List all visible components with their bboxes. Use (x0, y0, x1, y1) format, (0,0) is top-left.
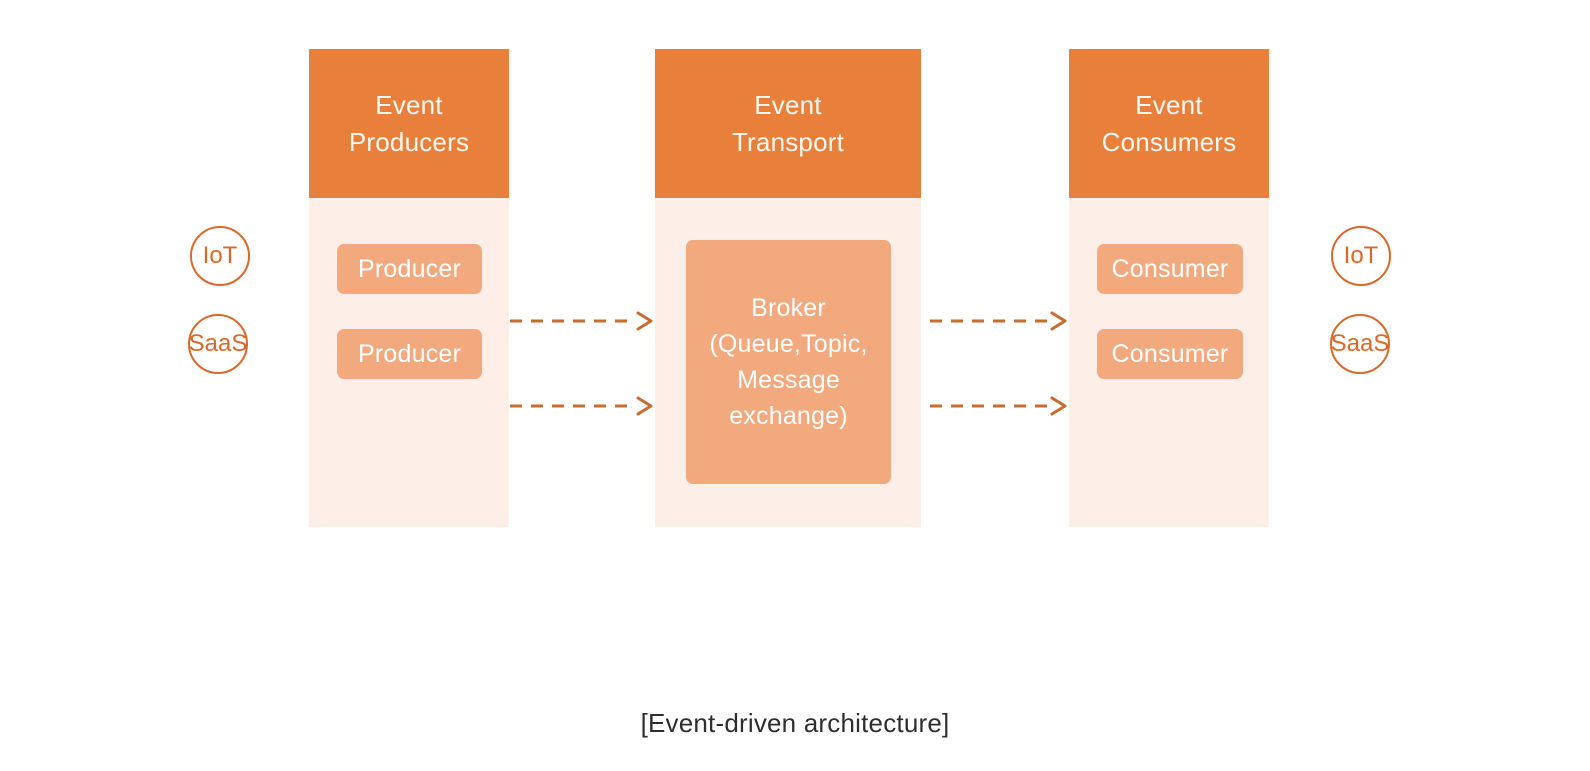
column-header-line1: Event (375, 89, 443, 120)
column-header-event-transport: Event Transport (655, 49, 921, 198)
external-source-saas-label: SaaS (188, 330, 248, 357)
arrow-producer1-to-broker (510, 311, 653, 331)
arrow-broker-to-consumer2 (930, 396, 1067, 416)
node-producer-1[interactable]: Producer (337, 244, 482, 294)
node-broker[interactable]: Broker (Queue,Topic, Message exchange) (686, 240, 891, 484)
node-broker-line3: Message (737, 366, 840, 394)
column-header-line2: Transport (731, 126, 845, 157)
external-target-iot-label: IoT (1343, 242, 1379, 269)
external-source-saas: SaaS (188, 314, 248, 374)
column-body-event-consumers: Consumer Consumer (1069, 198, 1269, 527)
node-consumer-1[interactable]: Consumer (1097, 244, 1243, 294)
diagram-caption: [Event-driven architecture] (640, 708, 950, 738)
column-body-event-transport: Broker (Queue,Topic, Message exchange) (655, 198, 921, 527)
node-broker-line1: Broker (751, 293, 826, 322)
column-header-line2: Producers (348, 126, 470, 157)
external-target-saas-label: SaaS (1330, 330, 1390, 357)
external-target-saas: SaaS (1330, 314, 1390, 374)
external-source-iot: IoT (190, 226, 250, 286)
node-broker-line4: exchange) (729, 402, 848, 431)
node-broker-line2: (Queue,Topic, (709, 329, 868, 358)
column-event-consumers: Event Consumers Consumer Consumer (1069, 49, 1269, 527)
node-producer-1-label: Producer (357, 254, 462, 283)
column-header-line1: Event (1135, 89, 1203, 120)
column-event-producers: Event Producers Producer Producer (309, 49, 509, 527)
arrow-producer2-to-broker (510, 396, 653, 416)
node-producer-2[interactable]: Producer (337, 329, 482, 379)
node-consumer-2[interactable]: Consumer (1097, 329, 1243, 379)
arrow-broker-to-consumer1 (930, 311, 1067, 331)
external-source-iot-label: IoT (202, 242, 238, 269)
node-producer-2-label: Producer (357, 339, 462, 368)
column-header-line1: Event (754, 89, 822, 120)
external-target-iot: IoT (1331, 226, 1391, 286)
column-body-event-producers: Producer Producer (309, 198, 509, 527)
node-consumer-1-label: Consumer (1111, 254, 1229, 283)
column-header-event-consumers: Event Consumers (1069, 49, 1269, 198)
column-header-line2: Consumers (1101, 126, 1237, 157)
node-consumer-2-label: Consumer (1111, 339, 1229, 368)
column-header-event-producers: Event Producers (309, 49, 509, 198)
column-event-transport: Event Transport Broker (Queue,Topic, Mes… (655, 49, 921, 527)
